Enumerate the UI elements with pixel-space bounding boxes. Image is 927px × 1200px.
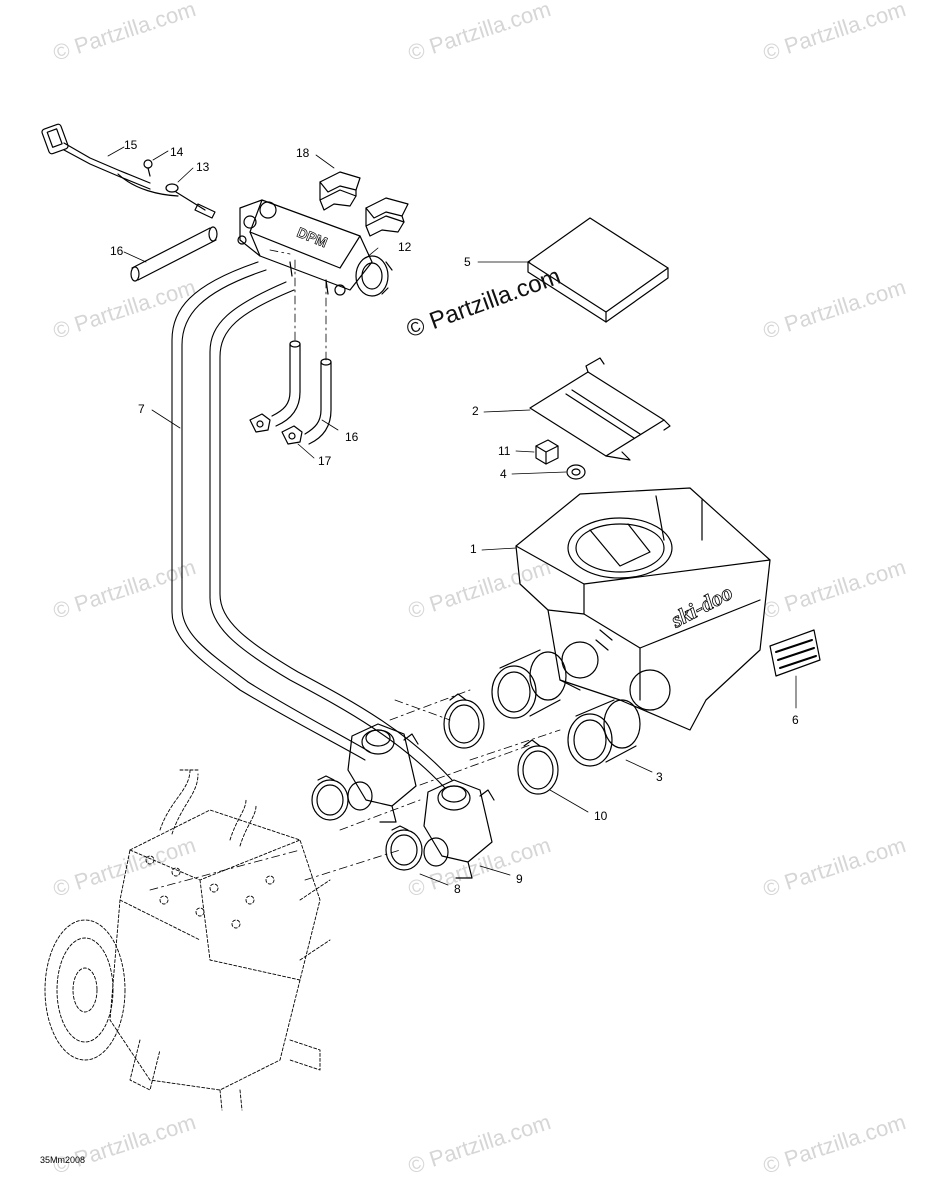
plate-part-2: [529, 357, 671, 461]
wire-connector-part-15: [41, 123, 179, 197]
callout-14: 14: [170, 145, 184, 159]
callout-15: 15: [124, 138, 138, 152]
engine-reference: [44, 769, 331, 1111]
fuel-line-part-7: [171, 261, 453, 789]
clip-part-18: [319, 171, 409, 237]
elbow-hose-part-16: [271, 340, 332, 445]
adaptor-part-3: [491, 649, 641, 767]
callout-3: 3: [656, 770, 663, 784]
callout-2: 2: [472, 404, 479, 418]
callout-8: 8: [454, 882, 461, 896]
leader-lines: [107, 146, 797, 886]
callout-5: 5: [464, 255, 471, 269]
hose-part-16: [130, 226, 218, 282]
fitting-part-17: [249, 413, 303, 445]
dpm-logo: DPM: [295, 224, 330, 250]
callout-7: 7: [138, 402, 145, 416]
air-silencer-part-1: [515, 487, 771, 731]
callout-13: 13: [196, 160, 210, 174]
grommet-part-4: [566, 464, 586, 480]
callout-18: 18: [296, 146, 310, 160]
screw-part-14: [143, 159, 153, 177]
fuel-rail-part-12: [237, 199, 393, 297]
callout-9: 9: [516, 872, 523, 886]
callout-12: 12: [398, 240, 412, 254]
callout-16: 16: [110, 244, 124, 258]
fitting-part-11: [535, 439, 559, 465]
document-code: 35Mm2008: [40, 1155, 86, 1165]
callout-16: 16: [345, 430, 359, 444]
callout-10: 10: [594, 809, 608, 823]
callout-17: 17: [318, 454, 332, 468]
clamp-part-8: [311, 775, 423, 871]
filter-part-5: [527, 217, 669, 323]
callout-11: 11: [498, 444, 511, 458]
carburetor-part-9: [347, 723, 495, 879]
ski-doo-logo: ski-doo: [666, 579, 737, 633]
callout-6: 6: [792, 713, 799, 727]
callout-1: 1: [470, 542, 477, 556]
decal-part-6: [769, 629, 821, 677]
callout-4: 4: [500, 467, 507, 481]
center-lines: [149, 249, 561, 891]
sensor-part-13: [165, 183, 216, 219]
clamp-part-10: [443, 693, 559, 795]
